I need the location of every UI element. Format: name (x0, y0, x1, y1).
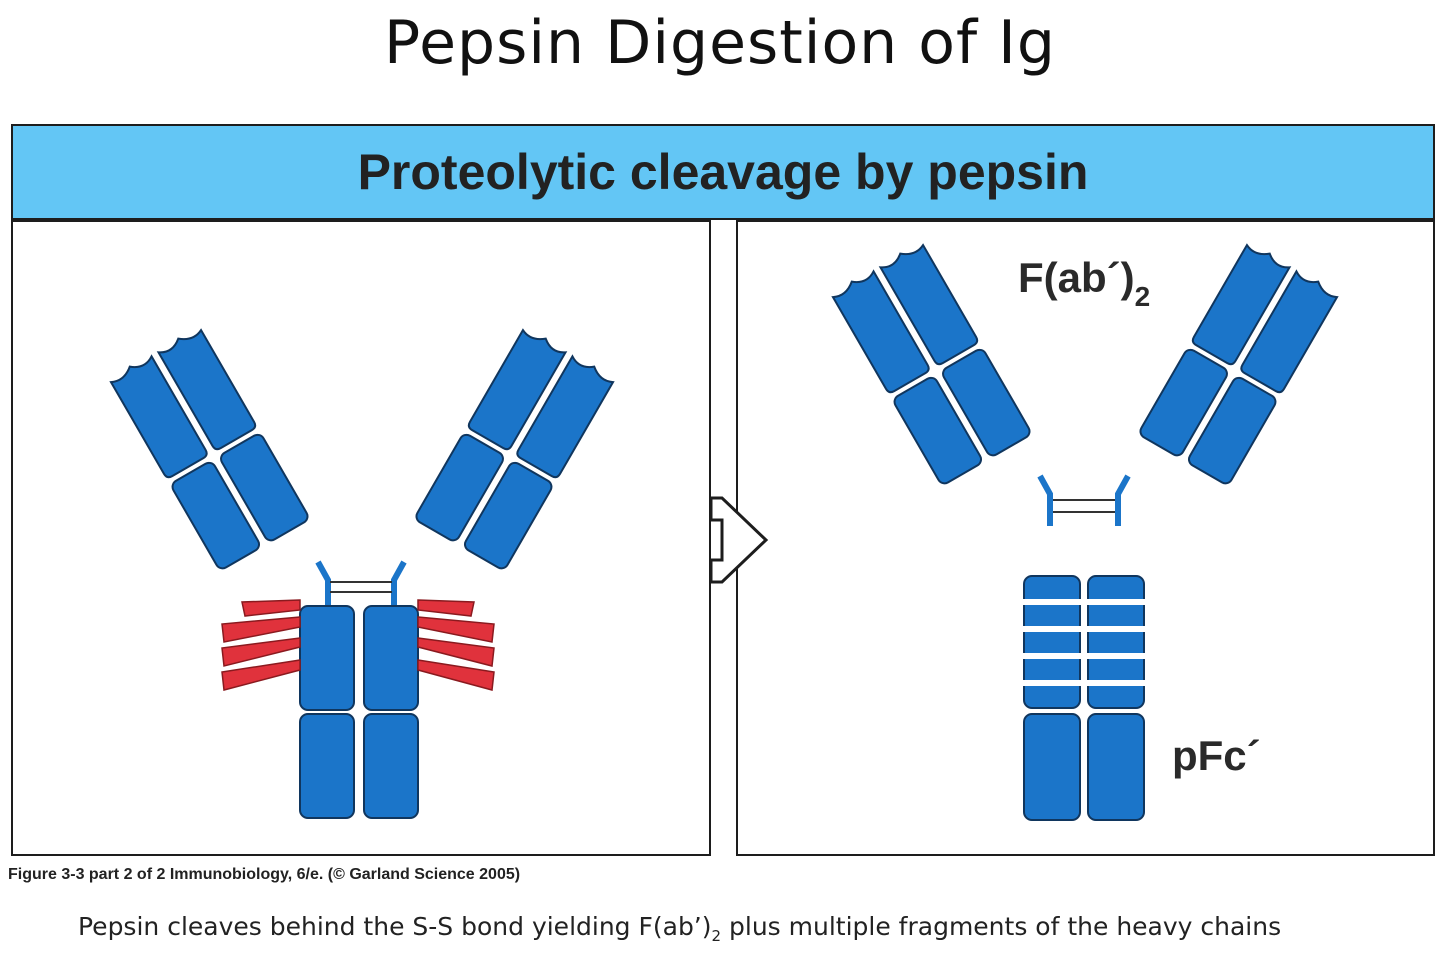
fab2-left-hinge (1040, 476, 1050, 526)
pfc-label: pFc´ (1172, 732, 1261, 780)
fab2-left-arm (831, 242, 1032, 486)
fab2-label-main: F(ab´) (1018, 254, 1135, 301)
fab2-right-arm (1138, 242, 1339, 486)
note-part1: Pepsin cleaves behind the S-S bond yield… (78, 912, 712, 941)
right-fab-arm (414, 327, 615, 571)
pfc-fragment (1024, 576, 1144, 820)
fab2-label-subscript: 2 (1135, 281, 1151, 312)
left-hinge (318, 562, 328, 606)
explanatory-note: Pepsin cleaves behind the S-S bond yield… (78, 912, 1281, 945)
arrow-icon (711, 498, 766, 582)
note-subscript: 2 (712, 927, 722, 945)
pepsin-cleavage-sites (222, 600, 494, 690)
left-fab-arm (109, 327, 310, 571)
fab2-right-hinge (1118, 476, 1128, 526)
disulfide-bonds (330, 582, 392, 592)
fab2-disulfide-bonds (1053, 500, 1115, 512)
note-part2: plus multiple fragments of the heavy cha… (721, 912, 1281, 941)
fab2-label: F(ab´)2 (1018, 254, 1150, 302)
figure-caption: Figure 3-3 part 2 of 2 Immunobiology, 6/… (8, 866, 520, 884)
fc-region (300, 606, 418, 818)
right-hinge (394, 562, 404, 606)
